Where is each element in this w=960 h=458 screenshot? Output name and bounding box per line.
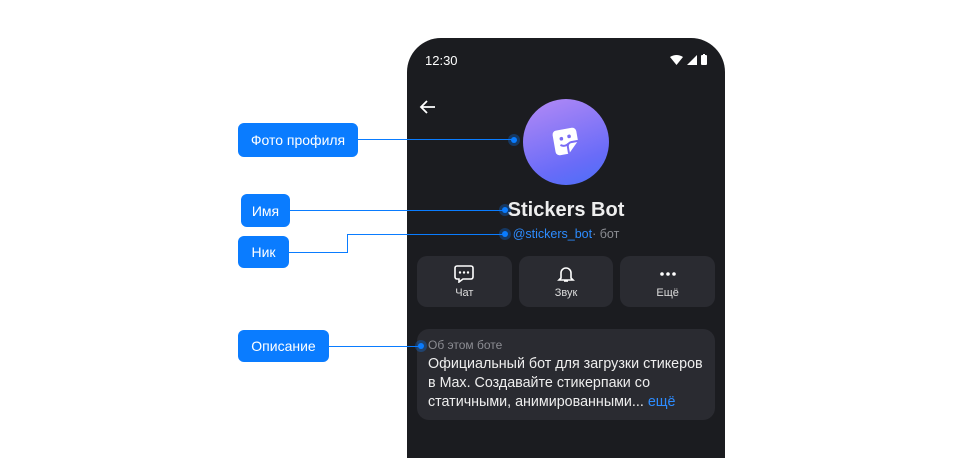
annotation-description: Описание: [238, 330, 329, 362]
phone-screen: 12:30 Stickers Bot @stickers_bot· бот Ча…: [407, 38, 725, 458]
description-text: Официальный бот для загрузки стикеров в …: [428, 356, 703, 410]
profile-avatar[interactable]: [523, 99, 609, 185]
annotation-photo: Фото профиля: [238, 123, 358, 157]
wifi-icon: [670, 54, 683, 65]
chat-button[interactable]: Чат: [417, 256, 512, 307]
back-arrow-icon[interactable]: [419, 98, 437, 122]
bell-icon: [557, 266, 575, 282]
annotation-dot-name: [502, 207, 508, 213]
sound-label: Звук: [554, 286, 578, 299]
annotation-dot-nick: [502, 231, 508, 237]
sound-button[interactable]: Звук: [518, 256, 614, 307]
annotation-line-name: [290, 210, 505, 211]
profile-nick: @stickers_bot· бот: [407, 227, 725, 241]
sticker-icon: [552, 127, 579, 156]
annotation-nick: Ник: [238, 236, 289, 268]
annotation-line-nick-b: [347, 234, 348, 253]
annotation-name: Имя: [241, 194, 290, 227]
more-icon: [659, 271, 676, 276]
action-buttons: Чат Звук Ещё: [417, 256, 716, 307]
annotation-dot-photo: [511, 137, 517, 143]
profile-name: Stickers Bot: [507, 199, 625, 221]
nick-handle[interactable]: @stickers_bot: [512, 227, 593, 241]
status-icons: [670, 54, 707, 65]
annotation-line-description: [329, 346, 421, 347]
chat-label: Чат: [455, 286, 474, 299]
annotation-dot-description: [418, 343, 424, 349]
status-time: 12:30: [425, 53, 458, 68]
signal-icon: [687, 54, 697, 65]
more-label: Ещё: [656, 286, 679, 299]
chat-icon: [454, 264, 475, 283]
description-title: Об этом боте: [428, 338, 503, 352]
annotation-line-nick-a: [289, 252, 348, 253]
battery-icon: [701, 54, 707, 65]
description-more-link[interactable]: ещё: [647, 394, 676, 410]
description-card: Об этом боте Официальный бот для загрузк…: [417, 329, 715, 420]
annotation-line-photo: [358, 139, 514, 140]
nick-suffix: · бот: [592, 227, 620, 241]
more-button[interactable]: Ещё: [620, 256, 716, 307]
annotation-line-nick-c: [347, 234, 505, 235]
